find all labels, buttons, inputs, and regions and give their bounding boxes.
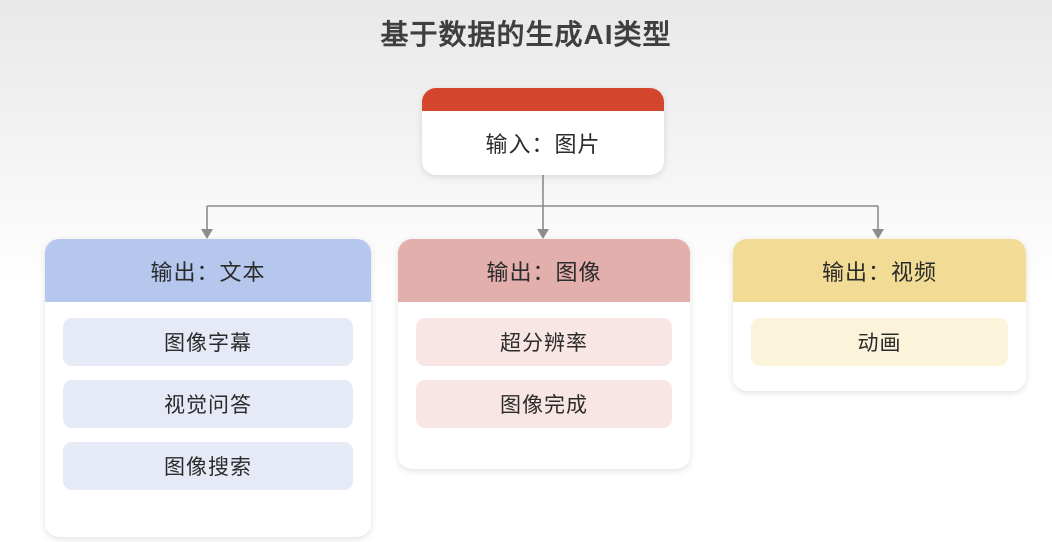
- arrowhead-1: [537, 229, 549, 239]
- output-card-text-header: 输出：文本: [45, 239, 371, 302]
- list-item[interactable]: 图像搜索: [63, 442, 353, 490]
- list-item[interactable]: 图像完成: [416, 380, 672, 428]
- list-item[interactable]: 超分辨率: [416, 318, 672, 366]
- output-card-video[interactable]: 输出：视频 动画: [733, 239, 1026, 391]
- page-title: 基于数据的生成AI类型: [380, 19, 672, 50]
- list-item[interactable]: 动画: [751, 318, 1008, 366]
- output-card-text-items: 图像字幕 视觉问答 图像搜索: [45, 302, 371, 508]
- output-card-image-items: 超分辨率 图像完成: [398, 302, 690, 446]
- list-item[interactable]: 视觉问答: [63, 380, 353, 428]
- connector-arrowheads: [201, 229, 884, 239]
- list-item[interactable]: 图像字幕: [63, 318, 353, 366]
- output-card-video-header: 输出：视频: [733, 239, 1026, 302]
- input-card-header-bar: [422, 88, 664, 111]
- output-card-video-items: 动画: [733, 302, 1026, 384]
- arrowhead-0: [201, 229, 213, 239]
- output-card-image[interactable]: 输出：图像 超分辨率 图像完成: [398, 239, 690, 469]
- output-card-image-header: 输出：图像: [398, 239, 690, 302]
- input-card[interactable]: 输入：图片: [422, 88, 664, 175]
- arrowhead-2: [872, 229, 884, 239]
- input-card-label: 输入：图片: [485, 132, 601, 157]
- output-card-text[interactable]: 输出：文本 图像字幕 视觉问答 图像搜索: [45, 239, 371, 537]
